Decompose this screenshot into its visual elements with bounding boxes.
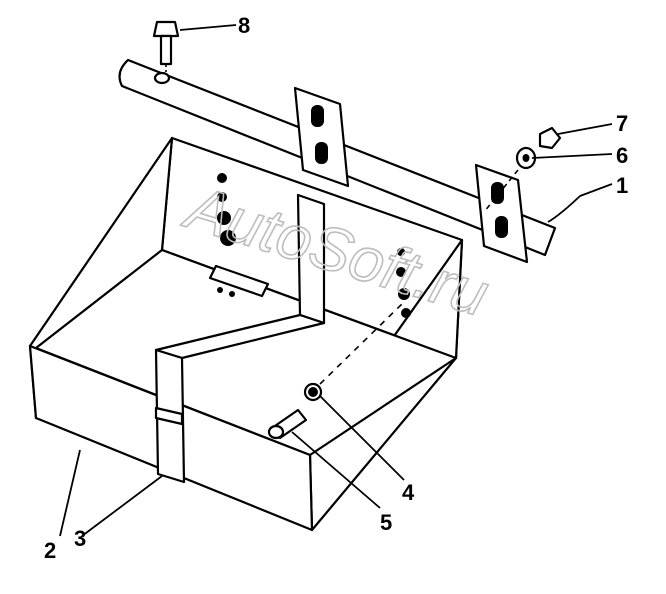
leader-lines [59,24,613,537]
callout-8: 8 [238,13,250,38]
mounting-bracket [118,58,557,264]
side-bolt-and-nut [267,301,405,440]
top-bolt [152,20,180,72]
left-tab-slot-upper [311,105,324,127]
callout-7: 7 [616,111,628,136]
callout-2: 2 [44,538,56,563]
hold-down-strap [154,193,326,484]
strap-buckle [208,264,270,298]
callout-6: 6 [616,143,628,168]
right-tab-slot-lower [495,216,508,238]
left-tab-slot-lower [315,142,328,164]
callout-3: 3 [74,526,86,551]
callout-labels: 8 7 6 1 2 3 4 5 [44,13,628,563]
callout-4: 4 [402,480,415,505]
bracket-left-tab [293,86,350,188]
nut-and-washer [483,126,562,213]
nut [538,126,562,150]
callout-5: 5 [380,510,392,535]
callout-1: 1 [616,173,628,198]
bracket-right-tab [474,163,529,264]
bracket-slot-hole [153,71,171,85]
